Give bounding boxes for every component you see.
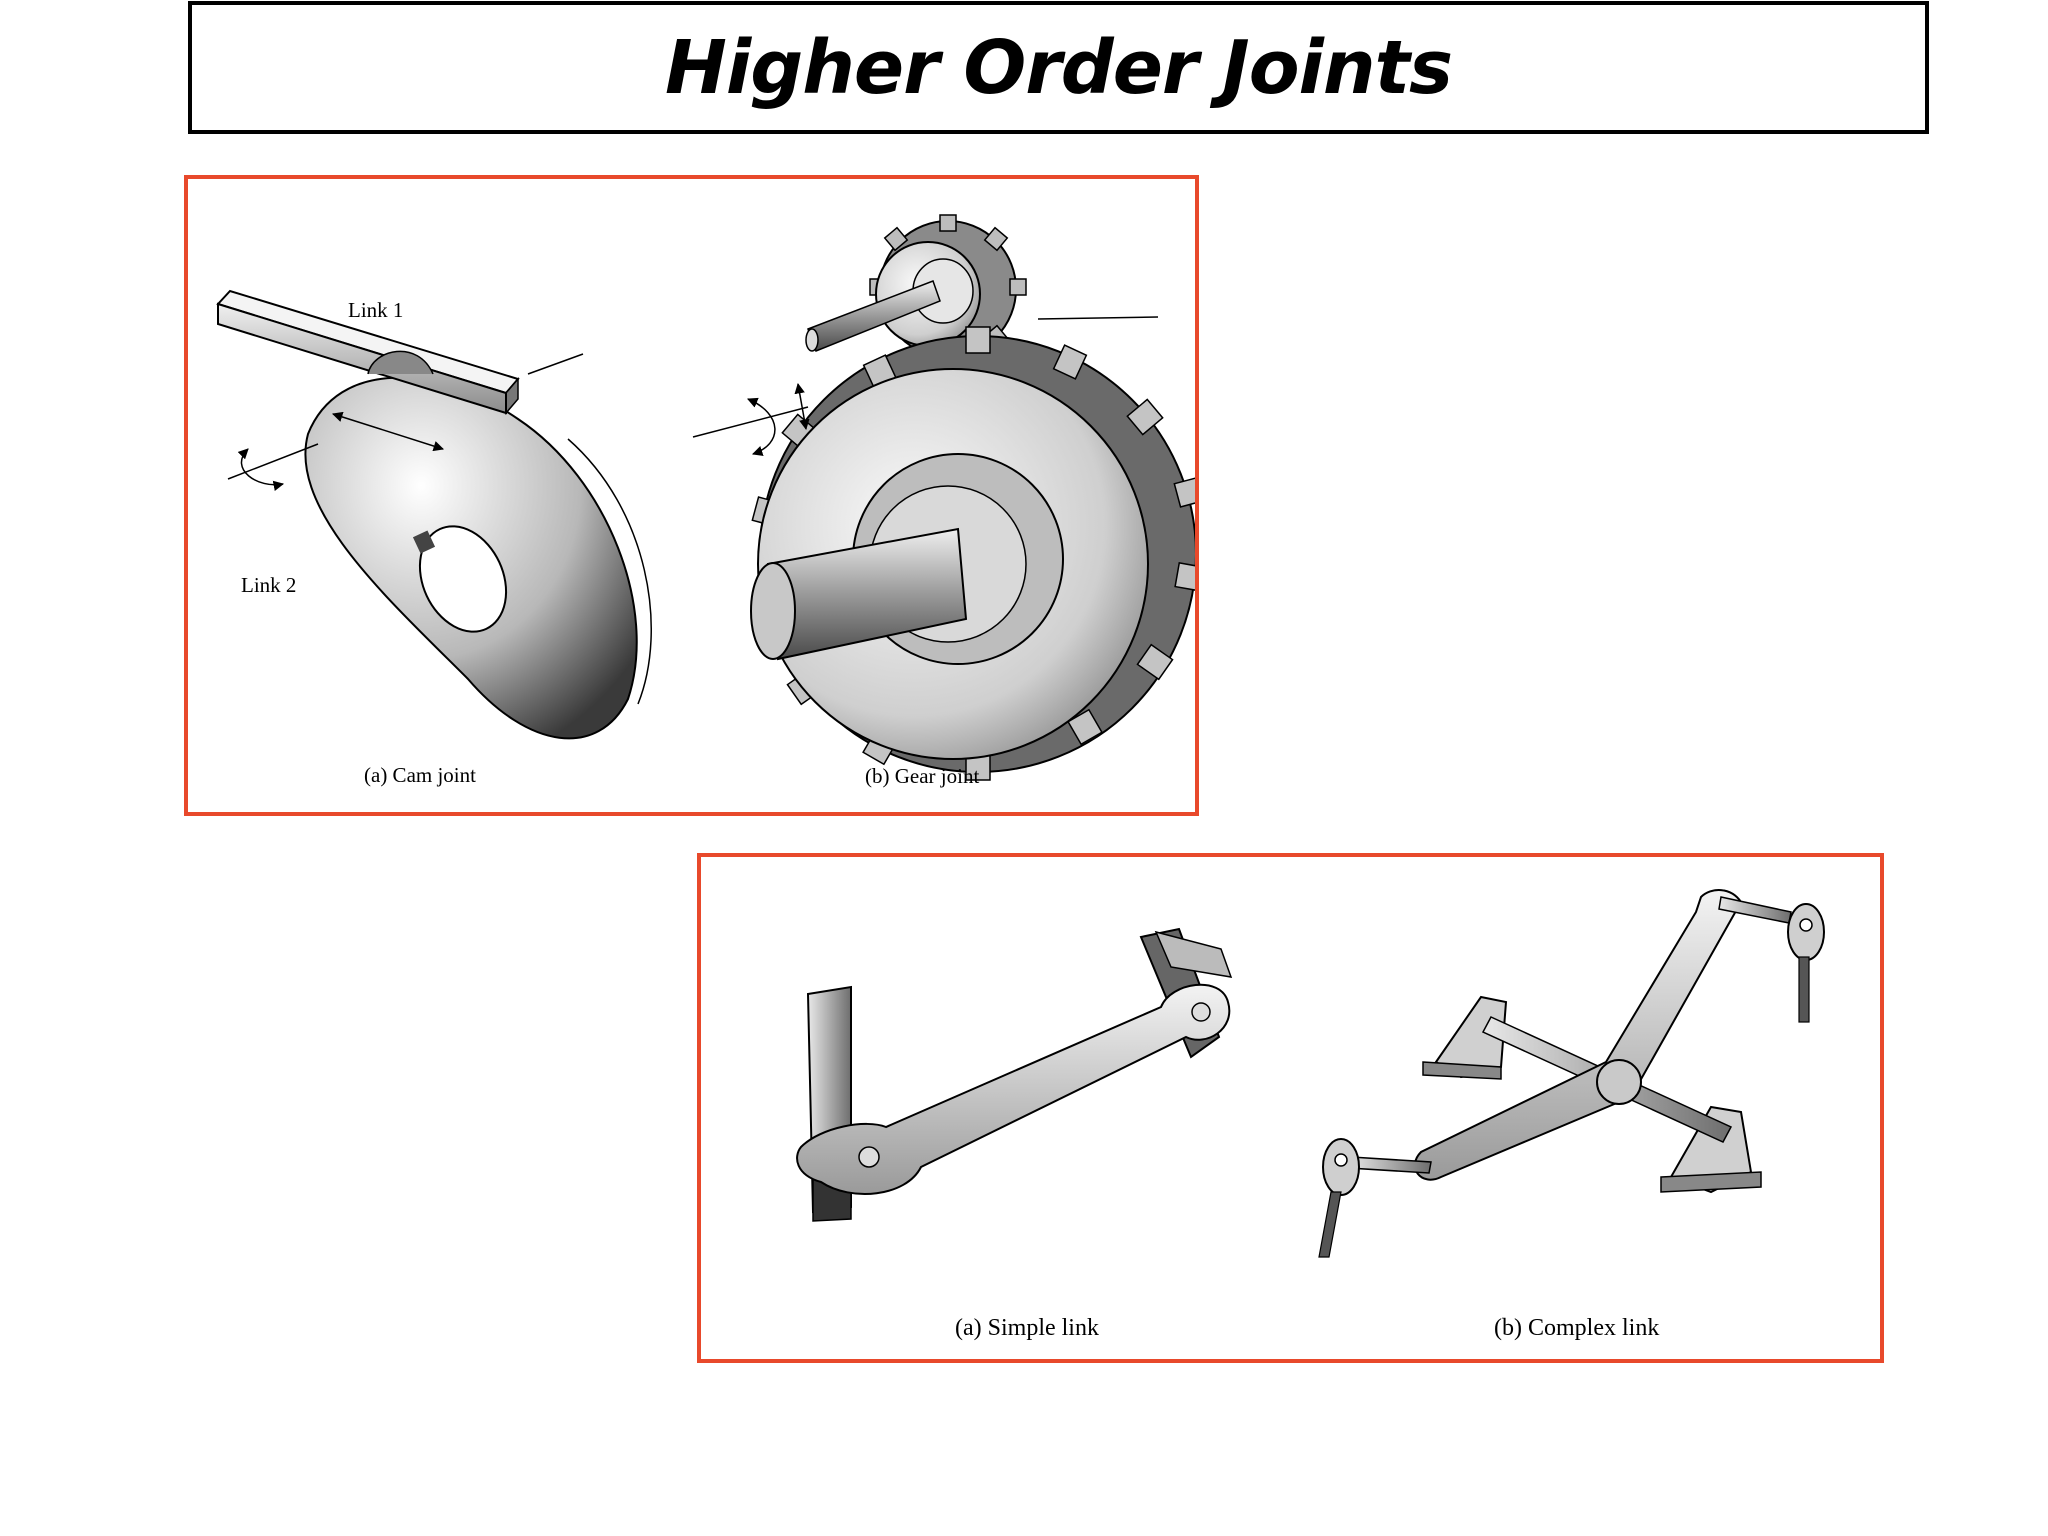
cam-joint-caption: (a) Cam joint: [364, 763, 476, 787]
gear-slide-arrow-icon: [794, 382, 810, 431]
slide-title: Higher Order Joints: [664, 24, 1453, 111]
large-gear: [750, 326, 1195, 781]
complex-link-hub: [1596, 1059, 1642, 1105]
joints-figure-svg: Link 1 Link 2 (a) Cam joint: [216, 214, 1195, 788]
complex-link-caption: (b) Complex link: [1494, 1315, 1659, 1341]
cam-hub-hole: [418, 525, 508, 633]
simple-link-pin-right: [1191, 1002, 1211, 1022]
gear-rotation-arrow-icon: [747, 397, 776, 456]
links-figure-svg: (a) Simple link (b) Complex lin: [796, 889, 1825, 1341]
simple-link-caption: (a) Simple link: [955, 1315, 1099, 1341]
left-clevis: [1322, 1138, 1360, 1196]
simple-link-drawing: (a) Simple link: [796, 927, 1233, 1341]
simple-link-pin-left: [858, 1146, 880, 1168]
slide-title-box: Higher Order Joints: [188, 1, 1929, 134]
slide-arrow-icon: [331, 411, 445, 452]
cam-joint-drawing: Link 1 Link 2 (a) Cam joint: [216, 289, 652, 787]
complex-link-arm: [1414, 889, 1743, 1181]
link2-label: Link 2: [241, 573, 296, 597]
joints-figure-panel: Link 1 Link 2 (a) Cam joint: [184, 175, 1199, 816]
right-clevis: [1787, 903, 1825, 961]
rotation-arrow-icon: [237, 448, 285, 491]
gear-joint-drawing: (b) Gear joint: [692, 214, 1195, 788]
complex-link-drawing: (b) Complex link: [1318, 889, 1825, 1341]
gear-joint-caption: (b) Gear joint: [865, 764, 979, 788]
link1-label: Link 1: [348, 298, 403, 322]
simple-link-body: [796, 983, 1231, 1195]
links-figure-panel: (a) Simple link (b) Complex lin: [697, 853, 1884, 1363]
